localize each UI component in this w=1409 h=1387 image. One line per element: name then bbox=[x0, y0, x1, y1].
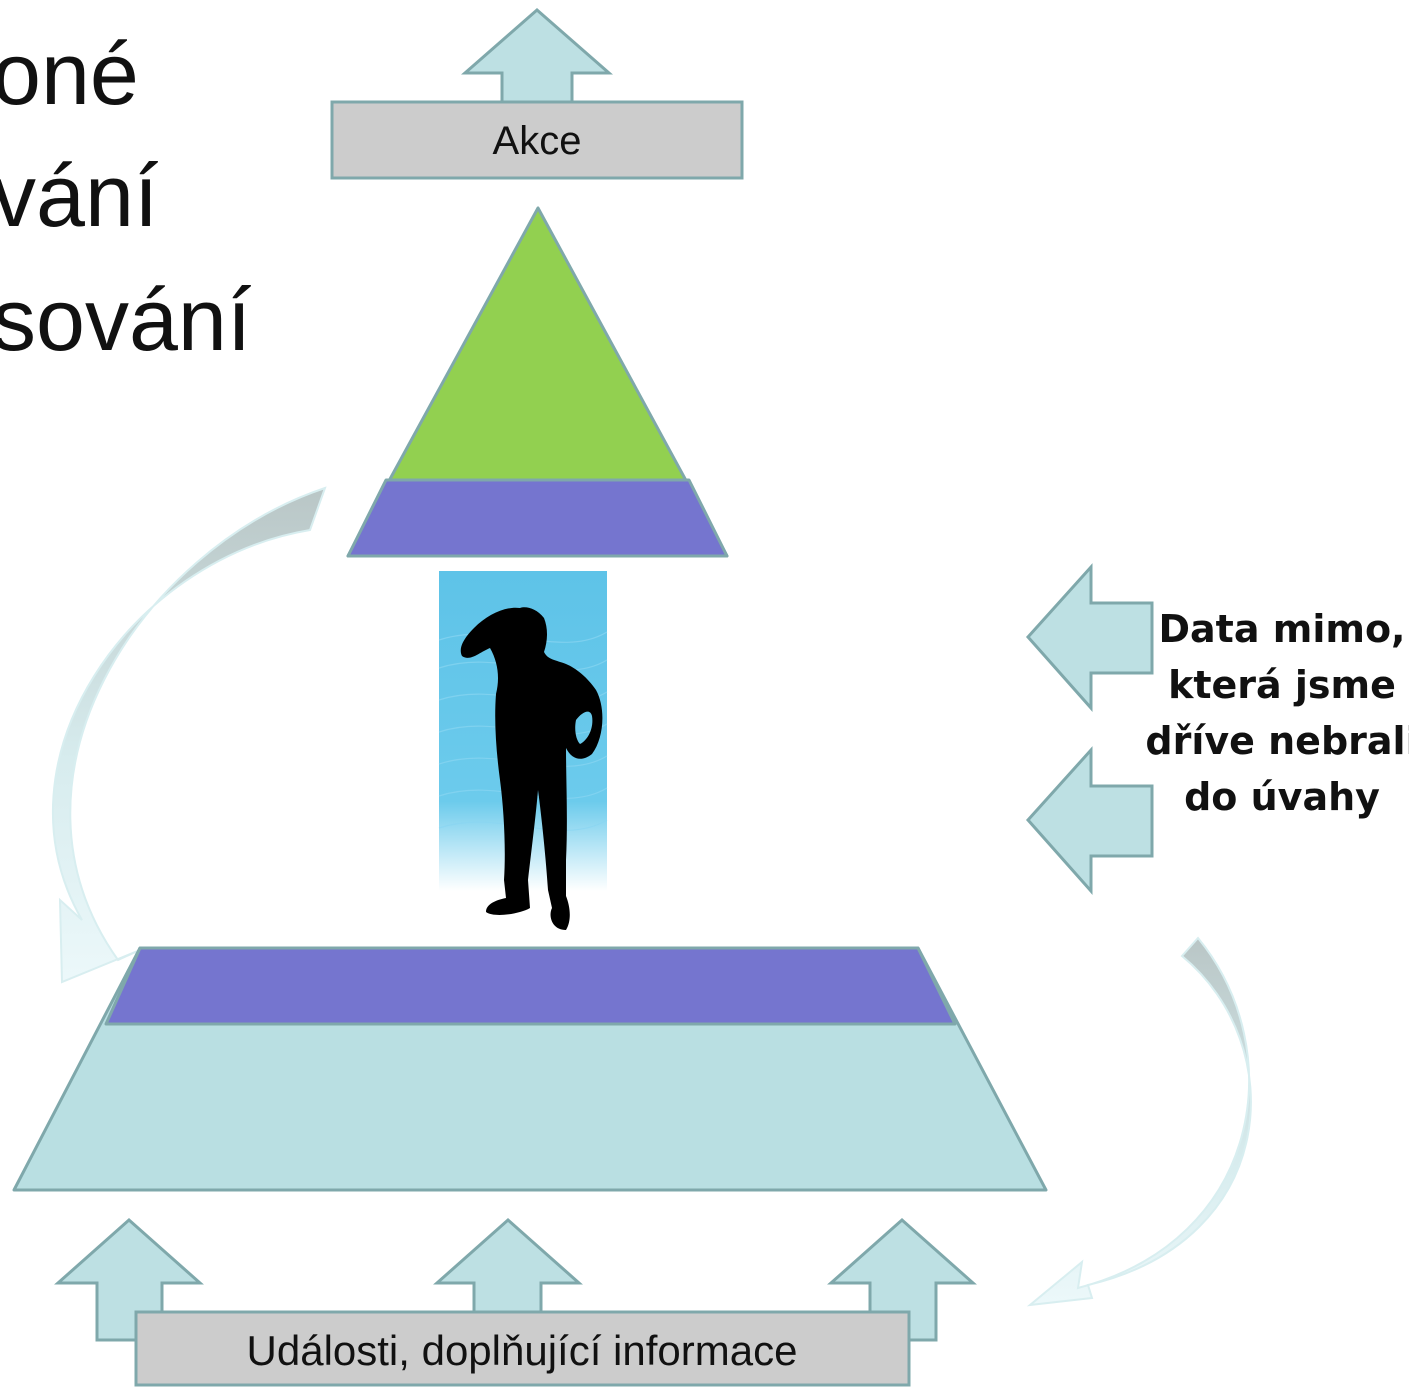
action-box-label: Akce bbox=[493, 119, 582, 163]
curved-arrow-icon bbox=[1026, 936, 1252, 1307]
thinking-person-silhouette-icon bbox=[438, 571, 608, 930]
title-line-2: vání bbox=[0, 146, 159, 245]
side-note-line-2: která jsme bbox=[1168, 663, 1396, 707]
left-arrow-icon bbox=[1025, 746, 1154, 895]
apex-pyramid bbox=[346, 206, 729, 558]
side-note-line-3: dříve nebrali bbox=[1145, 719, 1409, 763]
title-line-3: sování bbox=[0, 270, 252, 369]
base-pyramid bbox=[12, 946, 1048, 1192]
apex-purple-band bbox=[346, 478, 729, 558]
up-arrow-icon bbox=[433, 1217, 583, 1322]
up-arrow-icon bbox=[827, 1217, 977, 1342]
left-arrow-icon bbox=[1025, 563, 1154, 712]
action-box: Akce bbox=[330, 100, 744, 180]
side-note-line-4: do úvahy bbox=[1184, 775, 1380, 819]
events-box: Události, doplňující informace bbox=[134, 1310, 911, 1387]
up-arrow-icon bbox=[461, 8, 613, 104]
title-line-1: oné bbox=[0, 24, 139, 123]
side-note-line-1: Data mimo, bbox=[1159, 607, 1406, 651]
events-box-label: Události, doplňující informace bbox=[247, 1327, 798, 1374]
side-note: Data mimo, která jsme dříve nebrali do ú… bbox=[1145, 607, 1409, 819]
base-purple-band bbox=[104, 946, 957, 1026]
curved-arrow-icon bbox=[52, 486, 327, 984]
